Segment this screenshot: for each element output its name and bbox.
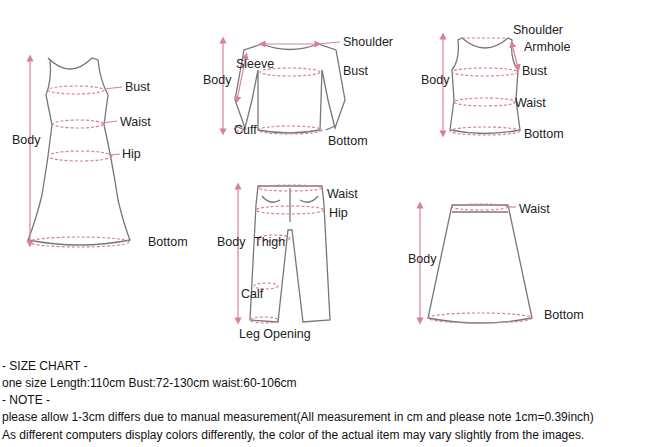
measure-label: Hip	[122, 147, 141, 161]
measure-label: Body	[408, 252, 437, 266]
measure-label: Cuff	[234, 123, 257, 137]
measure-label: Body	[217, 235, 246, 249]
measure-label: Bottom	[544, 308, 584, 322]
measure-label: Leg Opening	[239, 327, 311, 341]
measure-label: Bottom	[148, 235, 188, 249]
measure-label: Thigh	[254, 235, 285, 249]
note-text: As different computers display colors di…	[2, 428, 584, 442]
note-text: please allow 1-3cm differs due to manual…	[2, 410, 594, 424]
measure-label: Shoulder	[513, 23, 563, 37]
measure-label: Bust	[343, 64, 368, 78]
note-text: - NOTE -	[2, 393, 50, 407]
measure-label: Body	[421, 73, 450, 87]
measure-label: Waist	[519, 202, 550, 216]
measure-label: Bust	[125, 80, 150, 94]
measure-label: Body	[12, 133, 41, 147]
note-text: - SIZE CHART -	[2, 359, 88, 373]
measure-label: Bust	[522, 64, 547, 78]
measure-label: Bottom	[524, 127, 564, 141]
measure-label: Armhole	[524, 40, 571, 54]
measure-label: Sleeve	[236, 57, 274, 71]
measure-label: Body	[203, 73, 232, 87]
measure-label: Waist	[120, 115, 151, 129]
measure-label: Calf	[241, 287, 263, 301]
note-text: one size Length:110cm Bust:72-130cm wais…	[2, 376, 297, 390]
measure-label: Hip	[329, 206, 348, 220]
measure-label: Waist	[515, 96, 546, 110]
measure-label: Waist	[327, 187, 358, 201]
measure-label: Bottom	[328, 134, 368, 148]
measure-label: Shoulder	[343, 35, 393, 49]
